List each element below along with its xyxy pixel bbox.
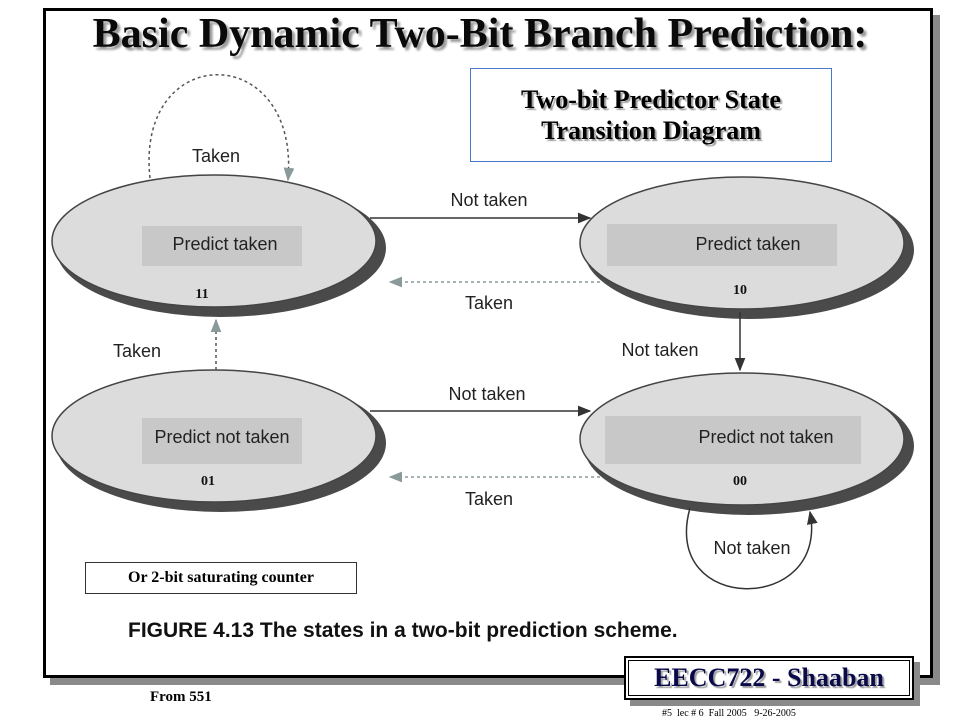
self-loop-00-arrow (685, 507, 818, 590)
state-00-code: 00 (733, 474, 747, 489)
subtitle-line-2: Transition Diagram (541, 116, 761, 145)
state-11: Predict taken 11 (51, 174, 386, 317)
course-badge-text: EECC722 - Shaaban (628, 660, 910, 696)
state-00-label: Predict not taken (698, 427, 833, 447)
state-01-label: Predict not taken (154, 427, 289, 447)
state-11-code: 11 (195, 287, 208, 302)
state-10-code: 10 (733, 283, 747, 298)
figure-caption: FIGURE 4.13 The states in a two-bit pred… (128, 619, 678, 642)
arrow-11-to-10-label: Not taken (450, 190, 527, 210)
slide-footer: #5 lec # 6 Fall 2005 9-26-2005 (662, 708, 796, 719)
slide-title: Basic Dynamic Two-Bit Branch Prediction: (92, 11, 868, 57)
subtitle-line-1: Two-bit Predictor State (521, 85, 781, 114)
subtitle-box: Two-bit Predictor State Transition Diagr… (470, 68, 832, 162)
arrow-01-to-00-label: Not taken (448, 384, 525, 404)
state-01: Predict not taken 01 (51, 369, 386, 512)
arrow-00-to-01-label: Taken (465, 489, 513, 509)
state-00: Predict not taken 00 (579, 372, 914, 515)
state-11-label: Predict taken (172, 234, 277, 254)
self-loop-11-label: Taken (192, 146, 240, 166)
state-10-label: Predict taken (695, 234, 800, 254)
saturating-counter-note: Or 2-bit saturating counter (85, 562, 357, 594)
source-label: From 551 (150, 689, 212, 705)
arrow-01-to-11-label: Taken (113, 341, 161, 361)
course-badge: EECC722 - Shaaban (624, 656, 914, 700)
self-loop-11-arrow (148, 74, 295, 182)
state-10: Predict taken 10 (579, 176, 914, 319)
arrow-10-to-11-label: Taken (465, 293, 513, 313)
self-loop-00-label: Not taken (713, 538, 790, 558)
arrow-10-to-00-label: Not taken (621, 340, 698, 360)
state-01-code: 01 (201, 474, 215, 489)
